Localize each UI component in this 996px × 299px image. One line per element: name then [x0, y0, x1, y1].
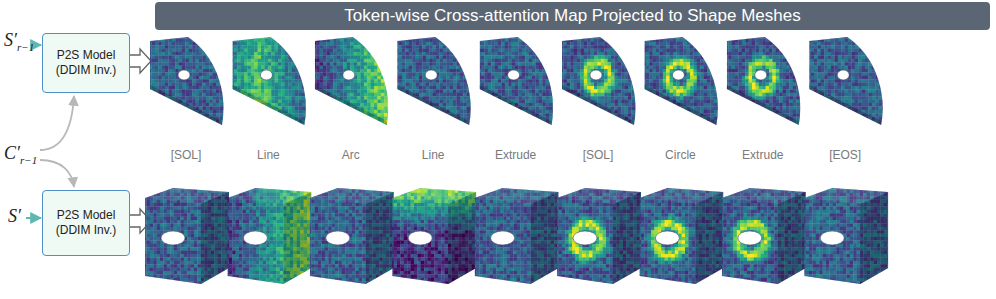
attention-mesh	[807, 35, 886, 131]
mesh-top-face	[475, 188, 559, 204]
token-label: Arc	[342, 148, 360, 162]
mesh-top-face	[804, 188, 888, 204]
attention-mesh	[390, 186, 479, 288]
model-name: P2S Model (DDIM Inv.)	[43, 46, 129, 80]
attention-mesh	[478, 35, 556, 131]
mesh-top-face	[639, 188, 723, 204]
title-banner: Token-wise Cross-attention Map Projected…	[155, 2, 990, 30]
math-symbol: S′	[8, 206, 21, 227]
attention-mesh	[637, 186, 726, 288]
condition-arrow	[40, 160, 74, 187]
output-arrow	[129, 209, 151, 233]
model-box: P2S Model (DDIM Inv.)	[42, 190, 130, 256]
attention-mesh	[225, 186, 314, 288]
mesh-top-face	[145, 188, 229, 204]
attention-mesh	[308, 186, 397, 288]
token-label: [EOS]	[829, 148, 861, 162]
math-symbol: C′r−1	[4, 143, 37, 166]
mesh-top-face	[310, 188, 394, 204]
token-label: Extrude	[495, 148, 536, 162]
math-symbol: S′r−1	[4, 30, 34, 53]
model-name: P2S Model (DDIM Inv.)	[43, 206, 129, 240]
attention-mesh	[802, 186, 891, 288]
attention-mesh	[313, 35, 392, 131]
token-label: Circle	[665, 148, 696, 162]
token-label: Extrude	[742, 148, 783, 162]
condition-arrow	[40, 96, 74, 150]
attention-mesh	[642, 35, 721, 131]
mesh-top-face	[722, 188, 806, 204]
token-label: [SOL]	[171, 148, 202, 162]
model-box: P2S Model (DDIM Inv.)	[42, 33, 130, 93]
attention-mesh	[720, 186, 809, 288]
output-arrow	[129, 49, 151, 73]
mesh-top-face	[557, 188, 641, 204]
input-arrow	[26, 217, 41, 219]
attention-mesh	[725, 35, 804, 131]
mesh-top-face	[392, 188, 476, 204]
attention-mesh	[395, 35, 474, 131]
attention-mesh	[148, 35, 227, 131]
token-label: Line	[257, 148, 280, 162]
attention-mesh	[230, 35, 309, 131]
attention-mesh	[555, 186, 644, 288]
attention-mesh	[143, 186, 232, 288]
attention-mesh	[560, 35, 639, 131]
mesh-top-face	[227, 188, 311, 204]
attention-mesh	[473, 186, 562, 288]
token-label: Line	[422, 148, 445, 162]
token-label: [SOL]	[583, 148, 614, 162]
